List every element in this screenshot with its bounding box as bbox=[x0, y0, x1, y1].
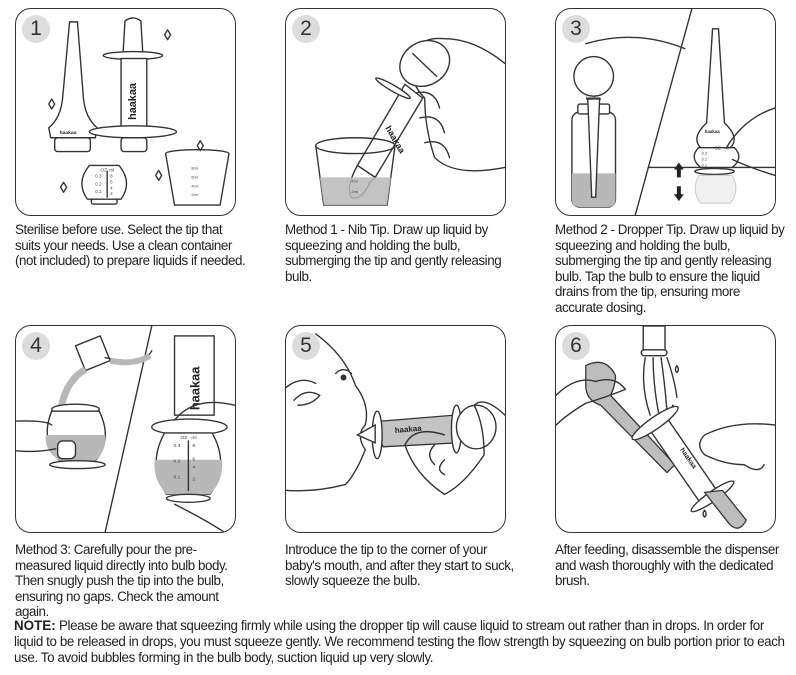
pour-into-bulb-drawing: haakaa OZ ml 0.3 0.2 0.1 8 6 4 2 bbox=[16, 326, 235, 532]
ml-tick: 6 bbox=[192, 457, 195, 463]
oz-label: OZ bbox=[715, 146, 721, 151]
step-3-illustration: 3 haakaa haakaa OZ ml 0.3 0.2 0.1 bbox=[555, 8, 776, 216]
step-2-illustration: 2 haakaa 4ml 2ml bbox=[285, 8, 506, 216]
dispenser-parts-drawing: haakaa haakaa OZ ml 0.3 0.2 0.1 8 6 4 2 … bbox=[47, 17, 230, 206]
step-number-badge: 5 bbox=[292, 332, 320, 360]
ml-tick: 6 bbox=[110, 179, 113, 184]
ml-label: ml bbox=[191, 435, 196, 441]
ml-tick: 4 bbox=[192, 465, 195, 471]
step-6-caption: After feeding, disassemble the dispenser… bbox=[555, 542, 779, 589]
arrow-up-icon bbox=[673, 162, 684, 178]
svg-text:haakaa: haakaa bbox=[394, 424, 422, 435]
oz-tick: 0.3 bbox=[702, 151, 708, 156]
step-number-badge: 6 bbox=[562, 332, 590, 360]
step-1-caption: Sterilise before use. Select the tip tha… bbox=[15, 222, 246, 269]
step-3-caption: Method 2 - Dropper Tip. Draw up liquid b… bbox=[555, 222, 785, 315]
svg-text:haakaa: haakaa bbox=[187, 366, 202, 410]
oz-tick: 0.1 bbox=[95, 189, 102, 194]
cup-tick: 2ml bbox=[191, 192, 197, 197]
nib-tip-drawing: haakaa 4ml 2ml bbox=[315, 37, 505, 206]
oz-tick: 0.1 bbox=[702, 162, 708, 167]
svg-text:haakaa: haakaa bbox=[705, 129, 721, 134]
step-6-illustration: 6 haakaa bbox=[555, 325, 776, 533]
note-text: Please be aware that squeezing firmly wh… bbox=[14, 618, 785, 665]
step-5-caption: Introduce the tip to the corner of your … bbox=[285, 542, 514, 589]
usage-note: NOTE: Please be aware that squeezing fir… bbox=[14, 618, 790, 666]
step-number-badge: 2 bbox=[292, 15, 320, 43]
step-number-badge: 1 bbox=[22, 15, 50, 43]
ml-tick: 2 bbox=[192, 477, 195, 483]
oz-tick: 0.2 bbox=[702, 157, 708, 162]
oz-tick: 0.1 bbox=[174, 475, 181, 481]
oz-tick: 0.3 bbox=[174, 443, 181, 449]
arrow-down-icon bbox=[673, 186, 684, 202]
ml-tick: 8 bbox=[192, 443, 195, 449]
ml-tick: 8 bbox=[110, 173, 113, 178]
step-4-caption: Method 3: Carefully pour the pre-measure… bbox=[15, 542, 228, 620]
step-5-illustration: 5 haakaa bbox=[285, 325, 506, 533]
dropper-tip-drawing: haakaa haakaa OZ ml 0.3 0.2 0.1 bbox=[571, 9, 775, 215]
svg-text:haakaa: haakaa bbox=[127, 82, 139, 120]
svg-text:haakaa: haakaa bbox=[60, 130, 77, 136]
cup-tick: 4ml bbox=[191, 183, 197, 188]
ml-tick: 2 bbox=[110, 191, 113, 196]
cup-tick: 2ml bbox=[351, 189, 357, 194]
ml-label: ml bbox=[109, 167, 114, 173]
cup-tick: 8ml bbox=[191, 165, 197, 170]
note-label: NOTE: bbox=[14, 618, 56, 633]
oz-label: OZ bbox=[100, 167, 107, 173]
cup-tick: 4ml bbox=[351, 178, 357, 183]
step-4-illustration: 4 haakaa OZ ml 0.3 0.2 0.1 8 6 4 2 bbox=[15, 325, 236, 533]
step-number-badge: 4 bbox=[22, 332, 50, 360]
ml-tick: 4 bbox=[110, 185, 113, 190]
svg-text:haakaa: haakaa bbox=[586, 96, 602, 101]
oz-tick: 0.3 bbox=[95, 173, 102, 178]
step-1-illustration: 1 haakaa haakaa OZ ml 0.3 0.2 0.1 8 6 4 … bbox=[15, 8, 236, 216]
oz-tick: 0.2 bbox=[174, 459, 181, 465]
step-number-badge: 3 bbox=[562, 15, 590, 43]
cup-tick: 6ml bbox=[191, 174, 197, 179]
oz-label: OZ bbox=[180, 435, 187, 441]
feeding-baby-drawing: haakaa bbox=[286, 333, 505, 496]
oz-tick: 0.2 bbox=[95, 181, 102, 186]
washing-dispenser-drawing: haakaa bbox=[556, 326, 775, 529]
step-2-caption: Method 1 - Nib Tip. Draw up liquid by sq… bbox=[285, 222, 502, 284]
